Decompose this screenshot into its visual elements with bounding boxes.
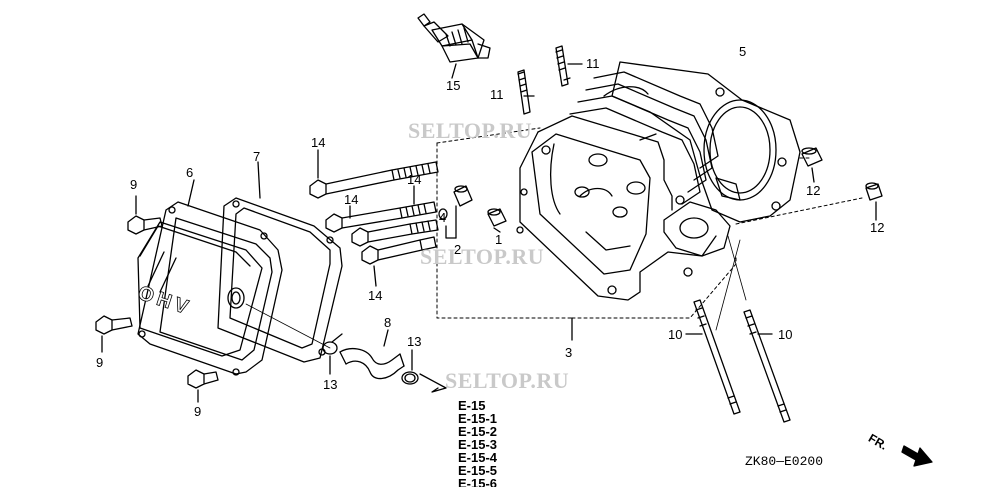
callout-10: 10 — [668, 327, 683, 342]
head-bolt-lower — [361, 236, 437, 265]
cover-bolt-left — [95, 315, 133, 335]
leader-8 — [383, 329, 389, 347]
callout-9: 9 — [130, 177, 138, 192]
callout-12: 12 — [806, 183, 821, 198]
callout-13: 13 — [323, 377, 338, 392]
reference-item[interactable]: E-15-4 — [458, 450, 498, 465]
callout-2: 2 — [454, 242, 462, 257]
head-bolt-middle — [351, 219, 439, 247]
callout-11: 11 — [586, 56, 600, 71]
stud-axis-right — [727, 235, 747, 301]
dowel-pin-upper — [453, 185, 473, 207]
cylinder-head — [516, 61, 801, 301]
leader-15 — [451, 63, 457, 79]
callout-11: 11 — [490, 87, 504, 102]
head-cover — [137, 201, 283, 376]
callout-4: 4 — [439, 210, 447, 225]
stud-right — [555, 45, 571, 87]
assembly-line-breather — [245, 303, 331, 349]
reference-arrow — [419, 373, 447, 393]
stud-axis-left — [715, 239, 741, 331]
reference-item[interactable]: E-15 — [458, 398, 486, 413]
callout-3: 3 — [565, 345, 573, 360]
callout-5: 5 — [739, 44, 747, 59]
callout-14: 14 — [311, 135, 326, 150]
callout-12: 12 — [870, 220, 885, 235]
reference-item[interactable]: E-15-3 — [458, 437, 498, 452]
cylinder-head-group-bracket — [436, 127, 863, 319]
long-stud-left — [693, 299, 741, 415]
dowel-right-upper — [801, 147, 823, 167]
reference-item[interactable]: E-15-5 — [458, 463, 498, 478]
hose-clip-left — [322, 333, 343, 355]
cover-bolt-top — [127, 215, 163, 235]
watermark: SELTOP.RU — [420, 244, 545, 269]
front-arrow — [901, 445, 933, 467]
callout-8: 8 — [384, 315, 392, 330]
callout-10: 10 — [778, 327, 793, 342]
reference-item[interactable]: E-15-2 — [458, 424, 498, 439]
hose-clip-right — [401, 371, 419, 385]
reference-item[interactable]: E-15-6 — [458, 477, 498, 487]
callout-9: 9 — [96, 355, 104, 370]
dowel-right-lower — [865, 182, 883, 201]
callout-13: 13 — [407, 334, 422, 349]
head-bolt-upper — [325, 201, 437, 233]
dowel-pin-lower — [487, 208, 507, 227]
callout-7: 7 — [253, 149, 261, 164]
callout-14: 14 — [368, 288, 383, 303]
callout-1: 1 — [495, 232, 503, 247]
callout-9: 9 — [194, 404, 202, 419]
leader-6 — [187, 179, 195, 207]
o-ring — [438, 208, 448, 220]
watermark: SELTOP.RU — [408, 118, 533, 143]
callout-15: 15 — [446, 78, 461, 93]
breather-tube — [339, 347, 405, 380]
watermark: SELTOP.RU — [445, 368, 570, 393]
leader-2 — [445, 225, 457, 239]
reference-item[interactable]: E-15-1 — [458, 411, 498, 426]
leader-1 — [493, 227, 501, 233]
leader-12a — [811, 167, 815, 183]
diagram-code: ZK80—E0200 — [745, 454, 824, 469]
leader-7 — [257, 161, 261, 199]
callout-14: 14 — [407, 172, 422, 187]
long-stud-right — [743, 309, 791, 423]
stud-left — [517, 69, 531, 115]
callout-6: 6 — [186, 165, 194, 180]
leader-14d — [373, 265, 377, 287]
head-bolt-long — [309, 161, 439, 199]
callout-14: 14 — [344, 192, 359, 207]
spark-plug — [417, 13, 491, 63]
cover-bolt-bottom — [187, 369, 219, 389]
